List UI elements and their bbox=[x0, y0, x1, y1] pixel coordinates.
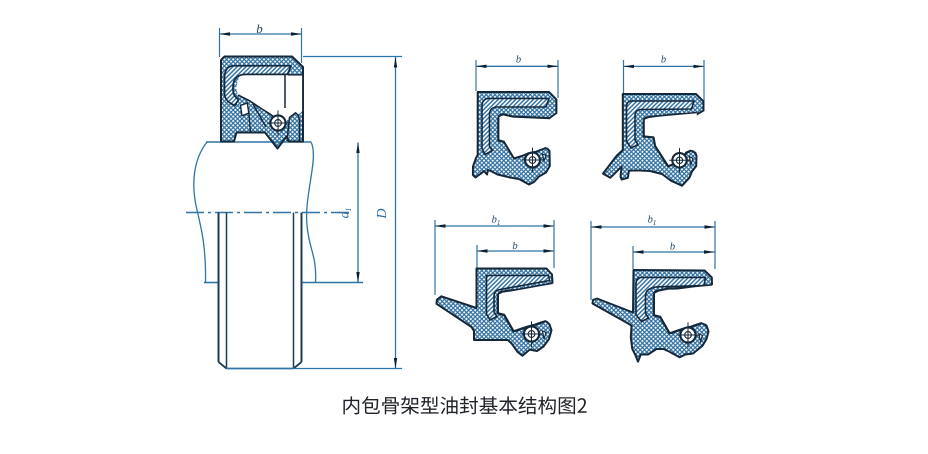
svg-text:b1: b1 bbox=[492, 215, 501, 228]
svg-text:d1: d1 bbox=[337, 208, 354, 219]
svg-text:D: D bbox=[375, 208, 390, 219]
svg-text:b: b bbox=[670, 242, 675, 253]
svg-text:b: b bbox=[256, 21, 263, 36]
svg-text:b: b bbox=[512, 241, 517, 252]
svg-text:b1: b1 bbox=[648, 215, 657, 228]
svg-text:b: b bbox=[516, 55, 521, 66]
svg-text:b: b bbox=[661, 55, 666, 66]
